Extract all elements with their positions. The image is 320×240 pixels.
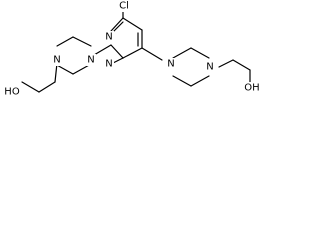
right-piperazine-n4-label: N: [206, 62, 213, 73]
pyrimidine-bond-n3-c2: [110, 44, 124, 59]
left-ethyl-bond-1: [54, 62, 58, 83]
c6-to-right-piperazine-bond: [141, 47, 163, 61]
right-piperazine-n1-label: N: [167, 59, 174, 70]
c2-to-left-piperazine-bond: [93, 44, 112, 56]
chlorine-atom-label: Cl: [119, 1, 129, 12]
left-piperazine-n1-label: N: [87, 55, 94, 66]
pyrimidine-bond-c6-c1: [122, 47, 143, 59]
right-hydroxyl-label: OH: [244, 83, 259, 94]
pyrimidine-bond-c4-c5: [122, 17, 143, 31]
right-piperazine-bond-3: [190, 75, 210, 87]
pyrimidine-n3-label: N: [105, 32, 112, 43]
left-ethyl-bond-2: [38, 81, 56, 93]
right-piperazine-bond-4: [172, 75, 192, 87]
left-piperazine-bond-4: [72, 36, 92, 47]
left-piperazine-n4-label: N: [53, 55, 60, 66]
right-piperazine-bond-1: [172, 47, 192, 59]
label-halos: [1, 1, 263, 98]
molecule-svg: Cl N N N N N N HO OH: [1, 1, 263, 98]
pyrimidine-bond-c4-n3: [110, 17, 124, 32]
left-piperazine-bond-3: [56, 36, 74, 47]
left-hydroxyl-label: HO: [4, 87, 20, 98]
left-ethyl-bond-3: [21, 81, 40, 93]
right-piperazine-bond-2: [190, 47, 210, 59]
pyrimidine-bond-c4-n3-inner: [113, 21, 124, 32]
bond-group: [21, 9, 251, 93]
atom-labels: Cl N N N N N N HO OH: [4, 1, 259, 98]
pyrimidine-bond-c2-n1: [112, 57, 124, 64]
right-ethyl-bond-2: [232, 59, 251, 71]
pyrimidine-n1-label: N: [105, 59, 112, 70]
chemical-structure-diagram: Cl N N N N N N HO OH: [0, 0, 268, 103]
right-ethyl-bond-1: [218, 59, 234, 68]
